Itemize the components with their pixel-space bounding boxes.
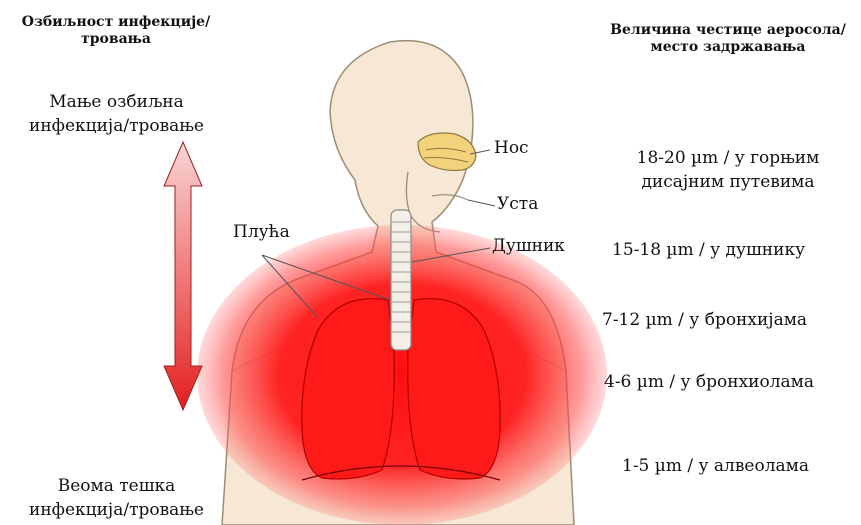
label-nose: Нос [494,138,529,158]
size-row-bronchi: 7-12 µm / у бронхијама [602,310,807,330]
particle-size-header: Величина честице аеросола/ место задржав… [600,22,856,56]
size-row-alveoli: 1-5 µm / у алвеолама [622,456,809,476]
trachea-tube [391,210,411,350]
severity-top-label: Мање озбиљна инфекција/тровање [14,90,219,138]
severity-header: Озбиљност инфекције/тровања [6,14,226,48]
size-row-upper-airways: 18-20 µm / у горњим дисајним путевима [600,146,856,194]
label-lungs: Плућа [233,222,290,242]
label-trachea: Душник [492,236,565,256]
label-mouth: Уста [497,194,538,214]
severity-bottom-label: Веома тешка инфекција/тровање [14,474,219,522]
severity-arrow [164,142,202,410]
size-row-bronchioles: 4-6 µm / у бронхиолама [604,372,814,392]
size-row-trachea: 15-18 µm / у душнику [612,240,805,260]
